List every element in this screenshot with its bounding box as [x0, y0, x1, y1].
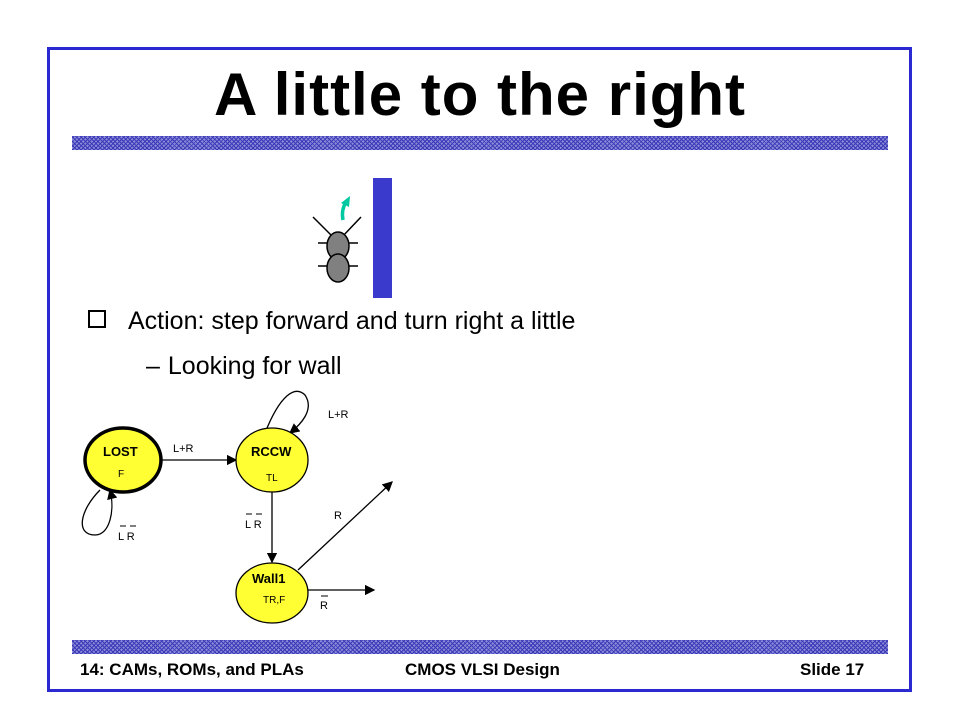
- edge-wall1-up: [297, 481, 393, 571]
- label-wall1-right: R: [320, 600, 328, 612]
- bullet-box-icon: [88, 310, 106, 328]
- bullet-text: Action: step forward and turn right a li…: [128, 307, 576, 335]
- state-wall1-name: Wall1: [252, 571, 285, 586]
- footer-right: Slide 17: [800, 660, 865, 679]
- label-lost-rccw: L+R: [173, 443, 194, 455]
- label-rccw-wall1: L R: [245, 519, 262, 531]
- label-rccw-self: L+R: [328, 409, 349, 421]
- label-lost-self: L R: [118, 531, 135, 543]
- bug-robot-icon: [312, 216, 362, 283]
- rccw-self-loop: [264, 390, 309, 434]
- state-wall1: Wall1 TR,F: [235, 562, 309, 624]
- sub-bullet-item: –Looking for wall: [146, 352, 342, 381]
- state-rccw-name: RCCW: [251, 444, 292, 459]
- state-wall1-output: TR,F: [263, 595, 285, 606]
- slide-frame: [47, 47, 912, 692]
- footer-center: CMOS VLSI Design: [405, 660, 560, 679]
- lost-self-loop: [81, 488, 118, 536]
- state-lost-name: LOST: [103, 444, 138, 459]
- sub-bullet-text: Looking for wall: [167, 352, 342, 380]
- turn-right-arrow-icon: [340, 196, 350, 221]
- bullet-item: Action: step forward and turn right a li…: [88, 307, 575, 336]
- state-lost: LOST F: [83, 426, 163, 494]
- state-rccw: RCCW TL: [235, 427, 309, 493]
- wall-icon: [373, 178, 392, 298]
- state-rccw-output: TL: [266, 473, 278, 484]
- state-lost-output: F: [118, 469, 124, 480]
- title-divider: [72, 136, 888, 150]
- label-wall1-up: R: [334, 510, 342, 522]
- slide-title: A little to the right: [213, 61, 747, 128]
- sub-bullet-dash: –: [146, 352, 160, 380]
- footer-left: 14: CAMs, ROMs, and PLAs: [80, 660, 304, 679]
- footer-divider: [72, 640, 888, 654]
